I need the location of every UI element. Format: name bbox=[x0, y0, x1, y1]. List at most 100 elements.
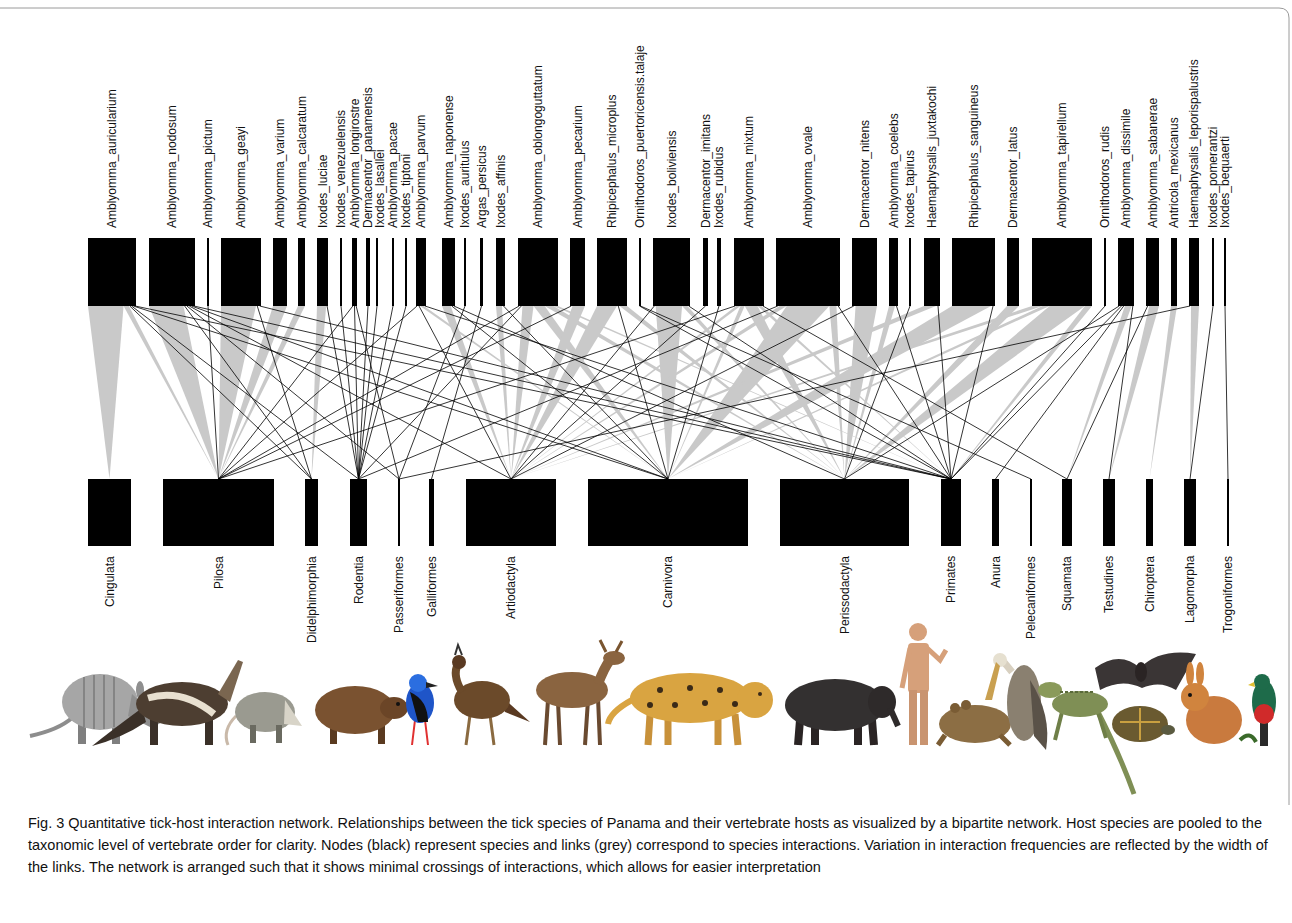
tick-species-name: Ornithodoros_puertoricensis.talaje bbox=[634, 45, 646, 228]
interaction-line bbox=[359, 306, 778, 479]
host-order-name: Cingulata bbox=[104, 556, 116, 607]
figure-frame bbox=[0, 8, 1289, 805]
tick-species-node: Amblyomma_ovale bbox=[776, 238, 840, 306]
tick-species-name: Amblyomma_calcaratum bbox=[296, 96, 308, 228]
honeycreeper-figure bbox=[406, 674, 438, 745]
interaction-line bbox=[356, 306, 399, 479]
tick-species-node: Argas_persicus bbox=[480, 238, 483, 306]
interaction-line bbox=[187, 306, 399, 479]
host-order-name: Squamata bbox=[1061, 556, 1073, 611]
host-order-node: Primates bbox=[941, 479, 961, 546]
interaction-line bbox=[1190, 306, 1213, 479]
interaction-line bbox=[260, 306, 951, 479]
tick-species-node: Rhipicephalus_sanguineus bbox=[952, 238, 995, 306]
rabbit-figure bbox=[1181, 662, 1242, 744]
tick-species-name: Amblyomma_mixtum bbox=[743, 116, 755, 228]
tick-species-name: Ixodes_tiptoni bbox=[400, 154, 412, 228]
tick-species-node: Amblyomma_parvum bbox=[416, 238, 426, 306]
interaction-line bbox=[1109, 306, 1133, 479]
interaction-line bbox=[452, 306, 668, 479]
interaction-line bbox=[668, 306, 719, 479]
tick-species-node: Amblyomma_dissimile bbox=[1118, 238, 1134, 306]
tick-species-name: Ornithodoros_rudis bbox=[1099, 126, 1111, 228]
iguana-figure bbox=[1038, 682, 1134, 794]
host-order-node: Cingulata bbox=[88, 479, 131, 546]
interaction-line bbox=[511, 306, 706, 479]
tick-species-node: Ixodes_tiptoni bbox=[405, 238, 407, 306]
tick-species-node: Ixodes_luciae bbox=[317, 238, 328, 306]
interaction-line bbox=[938, 306, 951, 479]
host-order-node: Trogoniformes bbox=[1227, 479, 1229, 546]
jaguar-figure bbox=[608, 673, 773, 745]
tick-species-name: Dermacentor_latus bbox=[1007, 127, 1019, 228]
tick-species-name: Amblyomma_nodosum bbox=[166, 105, 178, 228]
interaction-band bbox=[656, 306, 682, 479]
deer-figure bbox=[536, 640, 625, 745]
tick-species-node: Amblyomma_naponense bbox=[442, 238, 455, 306]
tick-species-name: Amblyomma_sabanerae bbox=[1147, 98, 1159, 228]
tick-species-node: Amblyomma_oblongoguttatum bbox=[518, 238, 558, 306]
interaction-line bbox=[189, 306, 511, 479]
tick-species-name: Ixodes_bequaerti bbox=[1219, 136, 1231, 228]
tick-species-name: Amblyomma_tapirellum bbox=[1056, 103, 1068, 228]
interaction-line bbox=[763, 306, 1067, 479]
host-order-node: Perissodactyla bbox=[780, 479, 909, 546]
tick-species-name: Amblyomma_pictum bbox=[202, 119, 214, 228]
interaction-band bbox=[88, 306, 124, 479]
interaction-line bbox=[1067, 306, 1148, 479]
tick-species-node: Dermacentor_nitens bbox=[852, 238, 877, 306]
interaction-line bbox=[897, 306, 952, 479]
interaction-band bbox=[668, 306, 1050, 479]
tick-species-node: Ixodes_rubidus bbox=[717, 238, 721, 306]
tick-species-node: Ixodes_bequaerti bbox=[1224, 238, 1226, 306]
tick-species-node: Dermacentor_panamensis bbox=[366, 238, 370, 306]
host-order-name: Anura bbox=[990, 556, 1002, 588]
tapir-figure bbox=[785, 679, 898, 745]
tick-species-node: Amblyomma_sabanerae bbox=[1146, 238, 1159, 306]
trogon-figure bbox=[1240, 674, 1276, 746]
interaction-line bbox=[454, 306, 845, 479]
host-order-node: Carnivora bbox=[588, 479, 748, 546]
host-order-node: Chiroptera bbox=[1146, 479, 1153, 546]
tick-species-name: Ixodes_tapirus bbox=[904, 150, 916, 228]
host-order-node: Passeriformes bbox=[398, 479, 400, 546]
tick-species-name: Amblyomma_coelebs bbox=[888, 113, 900, 228]
interaction-line bbox=[951, 306, 993, 479]
interaction-band bbox=[845, 306, 1085, 479]
tick-species-name: Amblyomma_pecarium bbox=[572, 105, 584, 228]
tick-species-name: Amblyomma_oblongoguttatum bbox=[532, 65, 544, 228]
host-order-node: Testudines bbox=[1103, 479, 1115, 546]
tick-species-node: Ixodes_pomerantzi bbox=[1212, 238, 1214, 306]
opossum-figure bbox=[226, 692, 302, 745]
tick-species-node: Ixodes_lasallei bbox=[376, 238, 378, 306]
host-order-name: Galliformes bbox=[426, 556, 438, 617]
interaction-line bbox=[194, 306, 951, 479]
tick-species-node: Amblyomma_longirostre bbox=[352, 238, 357, 306]
interaction-line bbox=[355, 306, 359, 479]
host-order-name: Carnivora bbox=[662, 556, 674, 608]
interaction-line bbox=[845, 306, 1120, 479]
interaction-line bbox=[511, 306, 654, 479]
tick-species-node: Ixodes_auritulus bbox=[464, 238, 466, 306]
interaction-line bbox=[208, 306, 219, 479]
tick-species-node: Amblyomma_pacae bbox=[392, 238, 394, 306]
figure-caption: Fig. 3 Quantitative tick-host interactio… bbox=[28, 812, 1272, 878]
turtle-figure bbox=[1112, 706, 1175, 742]
interaction-line bbox=[845, 306, 911, 479]
tick-species-name: Haemaphysalis_juxtakochi bbox=[926, 86, 938, 228]
interaction-band bbox=[1190, 306, 1199, 479]
interaction-line bbox=[359, 306, 522, 479]
host-order-node: Artiodactyla bbox=[466, 479, 556, 546]
interaction-line bbox=[192, 306, 668, 479]
interaction-line bbox=[425, 306, 951, 479]
tick-species-name: Ixodes_affinis bbox=[495, 155, 507, 228]
host-order-name: Artiodactyla bbox=[505, 556, 517, 619]
tick-species-node: Ixodes_venezuelensis bbox=[340, 238, 342, 306]
host-order-name: Rodentia bbox=[353, 556, 365, 604]
tick-species-name: Rhipicephalus_sanguineus bbox=[968, 85, 980, 228]
tick-species-name: Ixodes_pomerantzi bbox=[1207, 127, 1219, 228]
host-order-name: Lagomorpha bbox=[1184, 556, 1196, 623]
tick-species-node: Dermacentor_imitans bbox=[703, 238, 708, 306]
host-order-name: Chiroptera bbox=[1144, 556, 1156, 612]
tick-species-name: Dermacentor_panamensis bbox=[362, 87, 374, 228]
